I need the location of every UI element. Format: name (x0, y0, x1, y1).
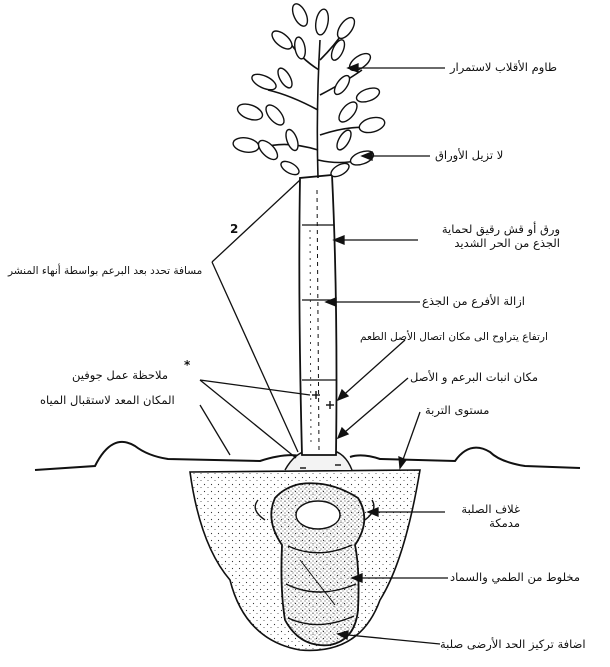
tree-leaves (232, 3, 386, 178)
label-leaves: لا تزيل الأوراق (435, 148, 504, 162)
label-growing-tip: طاوم الأقلاب لاستمرار (450, 60, 557, 74)
label-firm-soil: اضافة تركيز الحد الأرضى صلبة (440, 637, 586, 651)
root-ball (254, 482, 375, 647)
trunk-markers (300, 391, 341, 469)
label-mound-note: ملاحظة عمل جوفين (72, 368, 169, 382)
label-buds-removed: ازالة الأفرع من الجذع (422, 294, 525, 308)
mark-two: 2 (230, 222, 239, 236)
label-budding-point: مكان انبات البرعم و الأصل (410, 370, 539, 384)
label-stake-distance: مسافة تحدد بعد البرعم بواسطة أنهاء المنش… (8, 265, 203, 277)
label-root-ball: غلاف الصلبة مدمكة (461, 502, 520, 530)
label-soil-surface: مستوى التربة (425, 403, 490, 417)
mark-asterisk: * (184, 358, 191, 372)
label-raise-graft: ارتفاع يتراوح الى مكان اتصال الأصل الطعم (360, 331, 548, 343)
ground-line (34, 441, 581, 471)
label-paper-wrap: ورق أو قش رقيق لحماية الجذع من الحر الشد… (441, 222, 560, 250)
leader-lines (199, 63, 448, 645)
label-water-basin: المكان المعد لاستقبال المياه (40, 393, 175, 407)
label-soil-mix: مخلوط من الطمي والسماد (450, 570, 580, 584)
tree-trunk (298, 174, 338, 456)
